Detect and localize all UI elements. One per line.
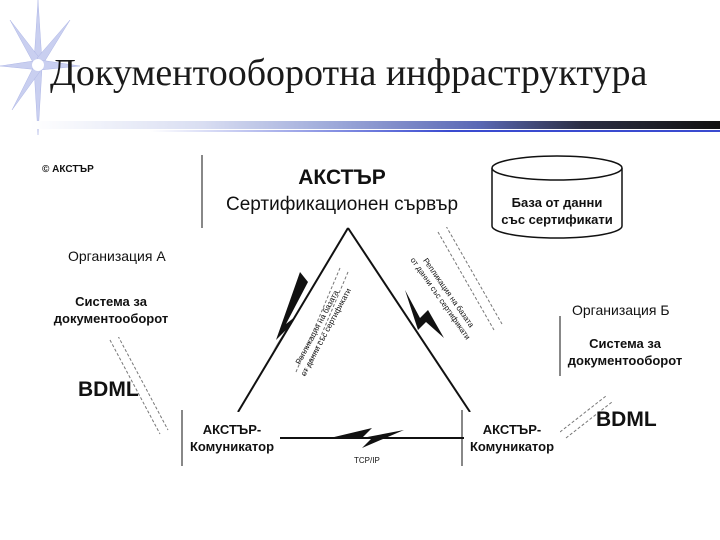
org-b-system-line1: Система за [589, 336, 661, 351]
dashed-arrow-replication-left [295, 267, 349, 377]
right-communicator-line2: Комуникатор [469, 439, 555, 454]
database-label-line1: База от данни [511, 195, 603, 210]
server-name: АКСТЪР [298, 166, 386, 189]
org-a-label: Организация А [68, 248, 166, 264]
lightning-icon-right [405, 290, 444, 338]
link-server-to-right-communicator [347, 227, 471, 413]
org-a-document-system: Система за документооборот [48, 283, 174, 337]
database-cylinder-icon [491, 155, 623, 239]
page-title: Документооборотна инфраструктура [50, 52, 648, 94]
lightning-icon-left [272, 272, 308, 352]
dashed-arrow-replication-right [437, 225, 503, 331]
org-b-system-line2: документооборот [567, 353, 683, 368]
right-communicator-box: АКСТЪР- Комуникатор [464, 412, 560, 464]
org-a-bdml-label: BDML [78, 378, 139, 401]
dashed-arrow-bdml-left [109, 335, 169, 435]
logo-label: © АКСТЪР [42, 164, 94, 175]
org-b-label: Организация Б [572, 302, 670, 318]
starburst-decoration [0, 0, 81, 136]
org-a-system-line1: Система за [75, 294, 147, 309]
server-role: Сертификационен сървър [225, 194, 459, 215]
right-communicator-line1: АКСТЪР- [482, 422, 542, 437]
database-label: База от данни със сертификати [492, 194, 622, 228]
org-b-document-system: Система за документооборот [562, 328, 688, 376]
lightning-icon-bottom [330, 428, 404, 448]
left-communicator-line2: Комуникатор [189, 439, 275, 454]
left-communicator-line1: АКСТЪР- [202, 422, 262, 437]
org-a-system-line2: документооборот [53, 311, 169, 326]
database-label-line2: със сертификати [501, 212, 613, 227]
left-communicator-box: АКСТЪР- Комуникатор [184, 412, 280, 464]
tcpip-label: TCP/IP [354, 456, 380, 465]
title-divider [30, 118, 720, 132]
org-b-bdml-label: BDML [596, 408, 657, 431]
certification-server-box: АКСТЪР Сертификационен сървър [204, 155, 480, 227]
